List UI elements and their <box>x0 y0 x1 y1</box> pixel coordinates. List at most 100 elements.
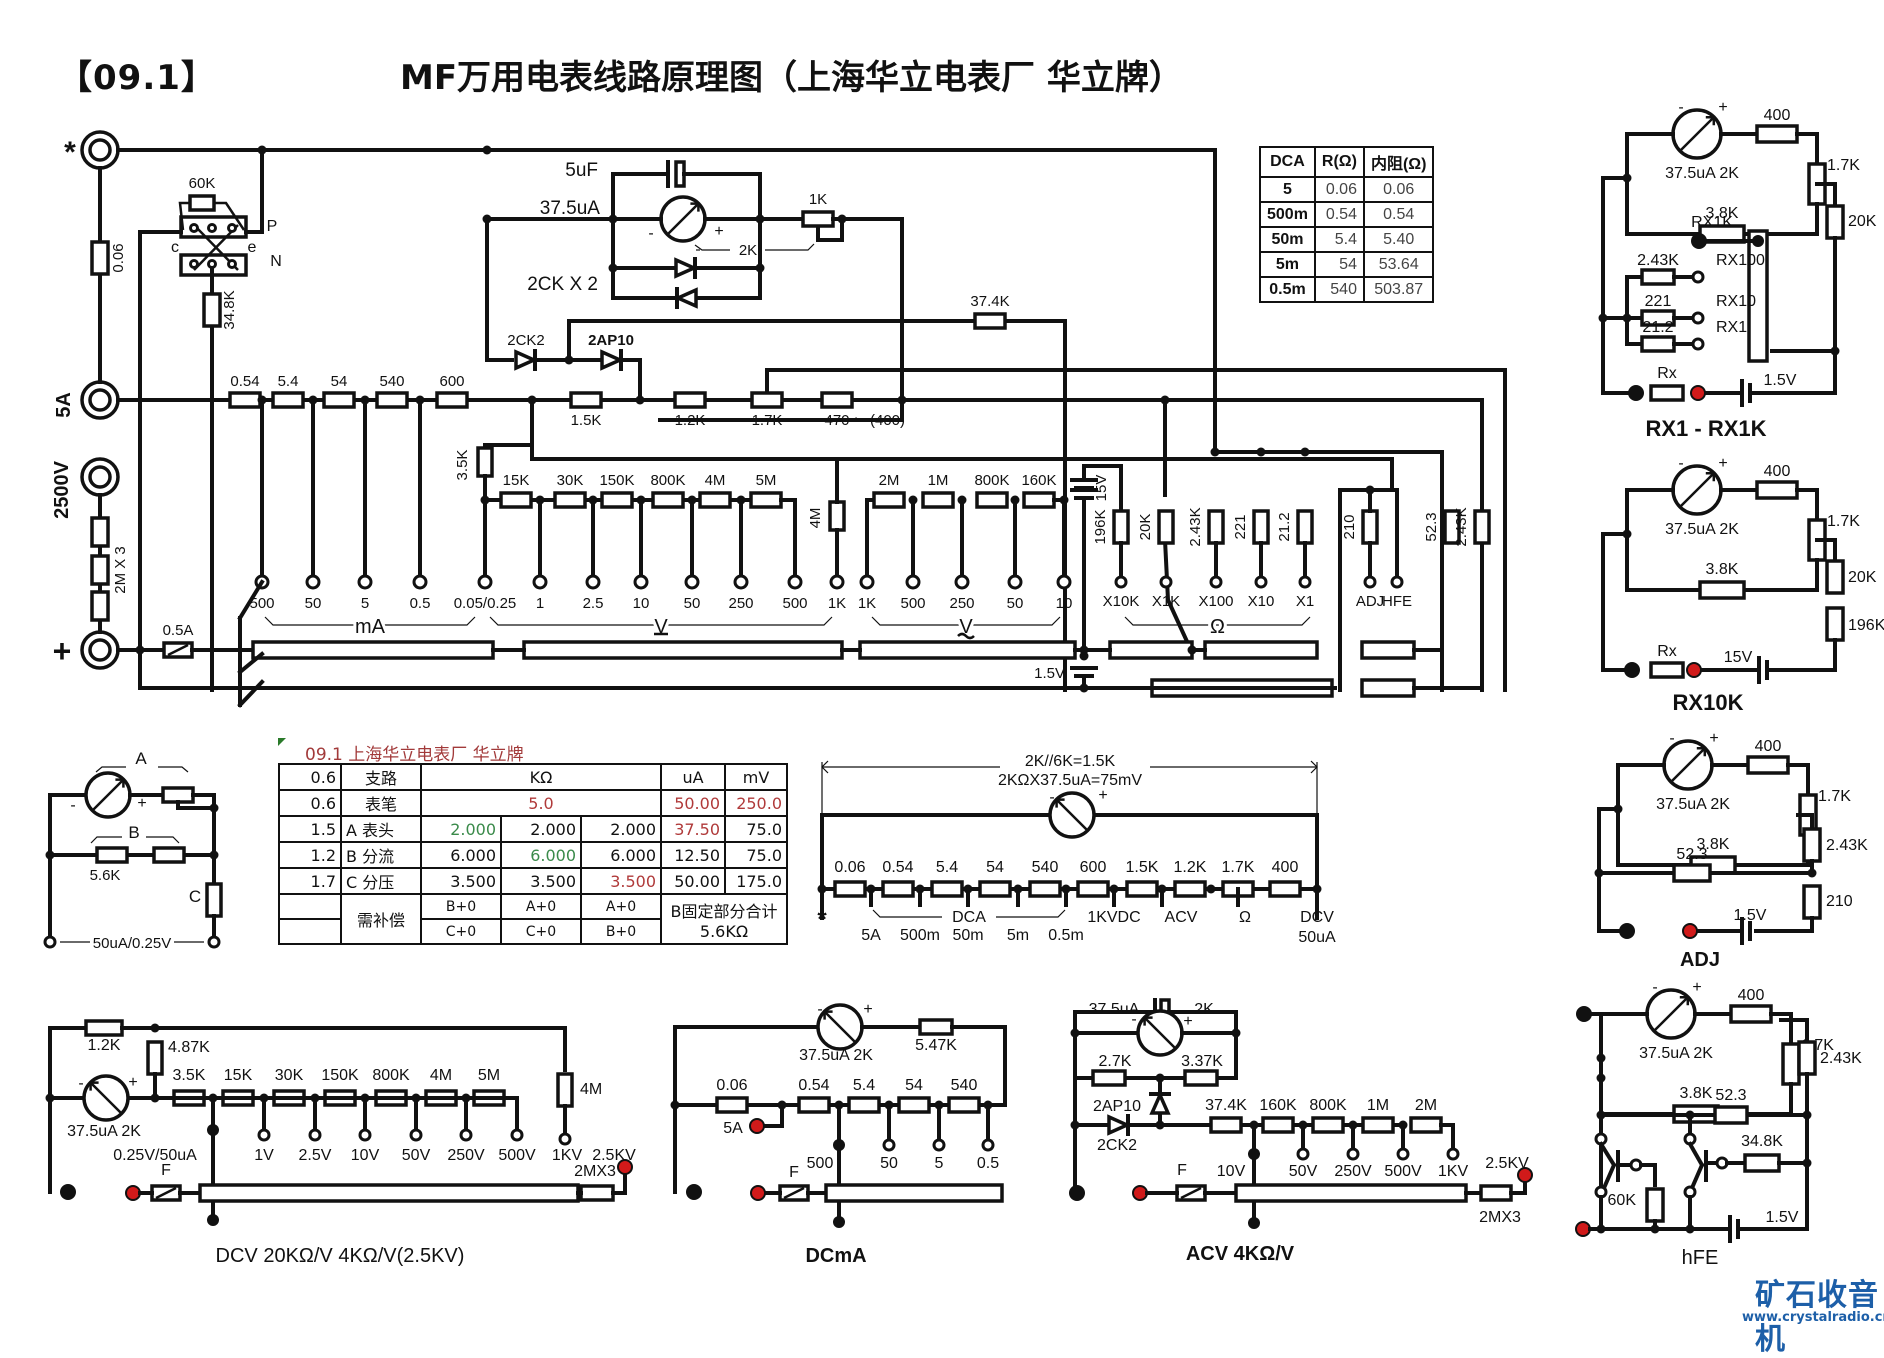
terminal-contact <box>684 574 700 590</box>
component-label: 5uF <box>565 160 598 181</box>
cell: 0.54 <box>1313 201 1365 228</box>
resistor <box>579 1184 615 1202</box>
table-row: 1.7 C 分压 3.500 3.500 3.500 50.00 175.0 <box>278 867 788 895</box>
component-label: 2K//6K=1.5K <box>1025 753 1116 770</box>
terminal-contact <box>1390 575 1404 589</box>
range-group-label: Ω <box>1210 616 1225 638</box>
terminal-contact <box>829 574 845 590</box>
terminal-contact <box>409 1128 423 1142</box>
junction-dot <box>209 803 219 813</box>
wire <box>244 148 264 234</box>
resistor <box>797 1096 831 1114</box>
component-label: c <box>171 239 179 256</box>
wire <box>620 358 642 402</box>
component-label: 400 <box>1272 859 1299 876</box>
cell: B 分流 <box>340 841 422 869</box>
component-label: 500 <box>782 595 807 612</box>
component-label: 1K <box>828 595 846 612</box>
terminal-contact <box>932 1138 946 1152</box>
wire <box>1598 1141 1617 1168</box>
component-label: 221 <box>1232 514 1249 539</box>
red-probe-terminal <box>125 1185 141 1201</box>
resistor <box>1802 884 1822 920</box>
meter-needle <box>89 1081 123 1115</box>
diode-icon <box>1107 1114 1132 1136</box>
component-label: 2.5 <box>583 595 604 612</box>
component-label: 1.2K <box>1174 859 1207 876</box>
component-label: B <box>128 823 139 842</box>
component-label: 2CK2 <box>507 332 545 349</box>
meter-needle <box>1679 116 1715 152</box>
component-label: 400 <box>1764 463 1791 480</box>
resistor <box>1802 827 1822 863</box>
fuse-element <box>155 1186 177 1200</box>
resistor <box>569 391 603 409</box>
resistor <box>1173 880 1207 898</box>
component-label: 34.8K <box>1741 1133 1783 1150</box>
component-label: 37.5uA 2K <box>1665 521 1739 538</box>
cell: 50m <box>1259 226 1316 253</box>
resistor <box>801 210 835 228</box>
dca-table-header: DCA R(Ω) 内阻(Ω) <box>1259 146 1435 178</box>
component-label: 37.4K <box>970 293 1009 310</box>
junction-dot <box>207 1124 219 1136</box>
wire <box>1795 488 1819 522</box>
terminal-contact <box>305 574 321 590</box>
terminal-contact <box>1209 575 1223 589</box>
terminal-contact <box>558 1132 572 1146</box>
component-label: 1.7K <box>1222 859 1255 876</box>
resistor <box>84 1019 124 1037</box>
wire <box>1815 182 1837 212</box>
resistor <box>897 1096 931 1114</box>
component-label: 1.2K <box>88 1037 121 1054</box>
wire <box>820 813 1053 891</box>
2k-leader <box>694 244 730 251</box>
component-label: 4M <box>580 1081 602 1098</box>
component-label: Rx <box>1657 365 1677 382</box>
resistor <box>1645 1187 1665 1223</box>
resistor <box>90 516 110 548</box>
terminal-contact <box>1007 574 1023 590</box>
component-label: RX100 <box>1716 252 1765 269</box>
resistor <box>435 391 469 409</box>
switch-segment <box>1108 640 1194 660</box>
component-label: 60K <box>1608 1192 1637 1209</box>
resistor <box>1409 1116 1443 1134</box>
component-label: 0.25V/50uA <box>113 1147 197 1164</box>
terminal-contact <box>43 935 57 949</box>
cell: 5 <box>1259 176 1316 203</box>
component-label: 10V <box>351 1147 380 1164</box>
component-label: 800K <box>650 472 685 489</box>
resistor <box>556 1072 574 1108</box>
component-label: ACV <box>1165 909 1198 926</box>
component-label: 5M <box>756 472 777 489</box>
component-label: 1.5K <box>571 412 602 429</box>
resistor <box>651 491 685 509</box>
resistor <box>1825 204 1845 240</box>
cell: 540 <box>1313 276 1365 303</box>
component-label: 0.5 <box>410 595 431 612</box>
component-label: 2M <box>879 472 900 489</box>
component-label: 540 <box>379 373 404 390</box>
wire <box>1795 132 1819 166</box>
resistor <box>1076 880 1110 898</box>
bracket <box>158 766 189 773</box>
component-label: 37.5uA 2K <box>1665 165 1739 182</box>
range-bracket <box>264 616 476 626</box>
component-label: 50m <box>952 927 983 944</box>
diode-icon <box>514 349 539 371</box>
component-label: 500 <box>807 1155 834 1172</box>
meter-minus: - <box>1652 979 1657 996</box>
wire <box>765 368 1507 692</box>
cell: A+0 <box>500 893 582 920</box>
component-label: 3.5K <box>173 1067 206 1084</box>
component-label: 5.6K <box>90 867 121 884</box>
cell: 6.000 <box>500 841 582 869</box>
red-probe-terminal <box>750 1185 766 1201</box>
component-label: 196K <box>1848 617 1884 634</box>
cell: 1.5 <box>278 815 342 843</box>
component-label: 0.5m <box>1048 927 1084 944</box>
black-probe-terminal <box>686 1184 702 1200</box>
